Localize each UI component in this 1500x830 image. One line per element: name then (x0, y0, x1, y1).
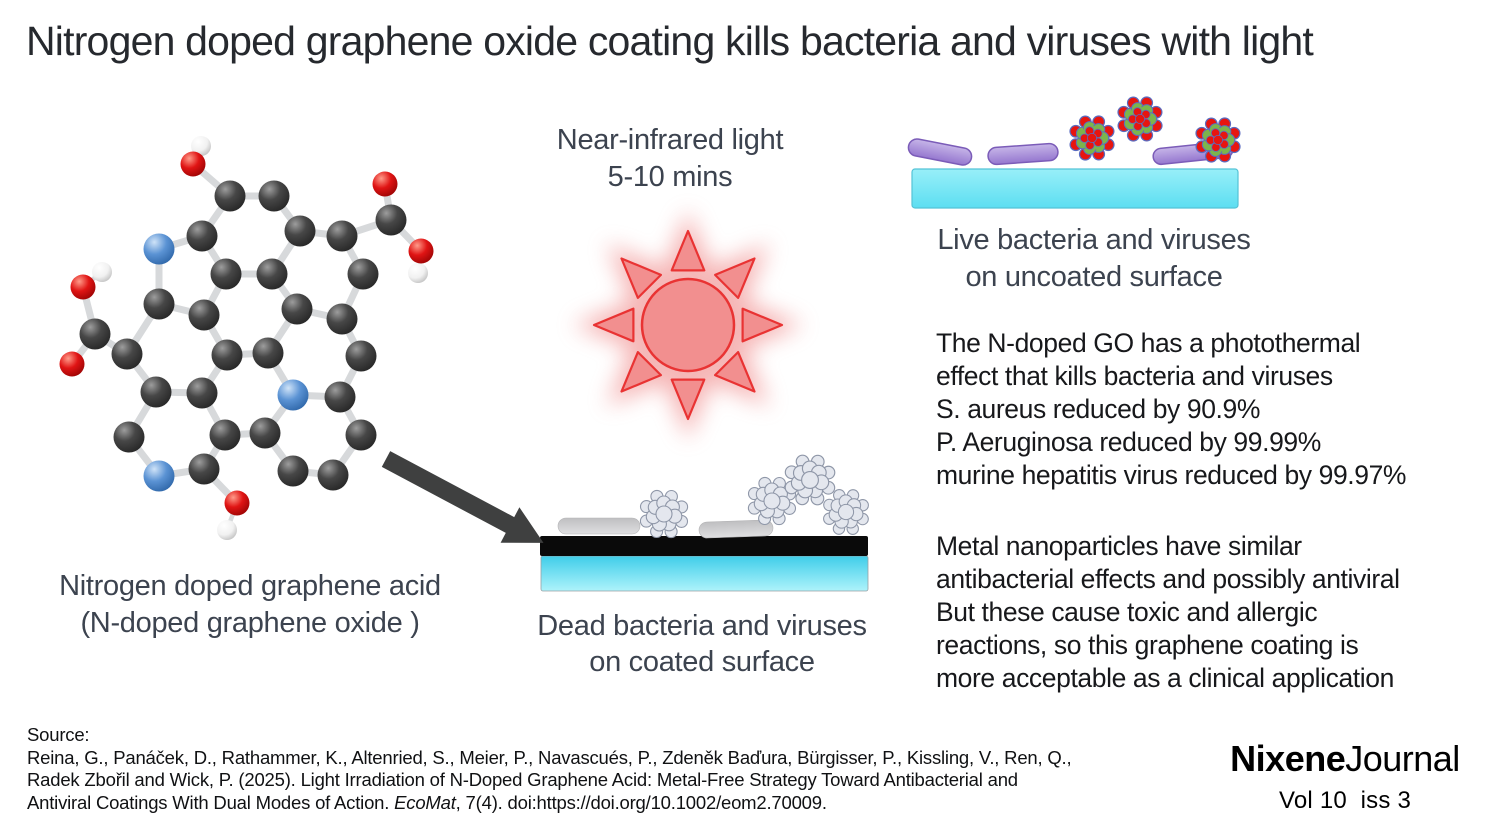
atom-c (249, 417, 281, 449)
text-line: reactions, so this graphene coating is (936, 630, 1359, 660)
atom-c (258, 180, 290, 212)
atom-c (210, 258, 242, 290)
atom-c (186, 220, 218, 252)
dead-virus-particle (747, 476, 797, 526)
coated-caption-line1: Dead bacteria and viruses (537, 610, 867, 642)
issue-label: Vol 10 iss 3 (1278, 787, 1411, 814)
coated-surface-caption: Dead bacteria and viruses on coated surf… (518, 608, 886, 680)
atom-n (143, 460, 175, 492)
atom-c (326, 303, 358, 335)
coated-caption-line2: on coated surface (589, 646, 815, 678)
atom-c (140, 376, 172, 408)
atom-c (347, 258, 379, 290)
atom-h (92, 262, 112, 282)
text-line: P. Aeruginosa reduced by 99.99% (936, 427, 1321, 457)
atom-c (345, 340, 377, 372)
text-line: more acceptable as a clinical applicatio… (936, 663, 1394, 693)
uncoated-surface (911, 168, 1239, 209)
dead-virus-particle (639, 489, 689, 539)
text-line: The N-doped GO has a photothermal (936, 328, 1361, 358)
atom-c (188, 299, 220, 331)
atom-o (59, 351, 85, 377)
atom-c (186, 377, 218, 409)
journal-logo: NixeneJournal (1200, 738, 1490, 780)
text-line: S. aureus reduced by 90.9% (936, 394, 1261, 424)
arrow-to-coated-surface (381, 451, 544, 543)
uncoated-surface-caption: Live bacteria and viruses on uncoated su… (908, 222, 1280, 296)
source-line1: Reina, G., Panáček, D., Rathammer, K., A… (27, 746, 1072, 768)
source-line3-pre: Antiviral Coatings With Dual Modes of Ac… (27, 791, 395, 813)
molecule-caption-line1: Nitrogen doped graphene acid (59, 570, 441, 602)
coated-surface-substrate (540, 555, 869, 592)
text-line: But these cause toxic and allergic (936, 597, 1318, 627)
journal-logo-light: Journal (1345, 738, 1460, 779)
dead-bacterium-rod (698, 519, 774, 539)
source-line3-post: , 7(4). doi:https://doi.org/10.1002/eom2… (455, 791, 827, 813)
atom-o (408, 238, 434, 264)
atom-c (256, 258, 288, 290)
atom-o (372, 171, 398, 197)
atom-n (143, 233, 175, 265)
atom-c (277, 455, 309, 487)
atom-o (180, 151, 206, 177)
atom-c (252, 337, 284, 369)
source-label: Source: (27, 724, 90, 745)
text-line: antibacterial effects and possibly antiv… (936, 564, 1400, 594)
atom-c (326, 220, 358, 252)
atom-c (345, 419, 377, 451)
atom-c (79, 318, 111, 350)
dead-bacterium-rod (557, 517, 641, 535)
molecule-caption-line2: (N-doped graphene oxide ) (80, 607, 420, 639)
atom-h (191, 136, 211, 156)
molecule-caption: Nitrogen doped graphene acid (N-doped gr… (20, 568, 480, 642)
source-citation: Source: Reina, G., Panáček, D., Rathamme… (27, 724, 1072, 815)
page-title: Nitrogen doped graphene oxide coating ki… (26, 18, 1314, 64)
live-virus-particle (1195, 117, 1241, 163)
dead-virus-particle (823, 489, 869, 535)
atom-o (70, 274, 96, 300)
atom-c (324, 381, 356, 413)
text-line: effect that kills bacteria and viruses (936, 361, 1333, 391)
atom-c (188, 453, 220, 485)
journal-logo-bold: Nixene (1230, 738, 1346, 779)
uncoated-caption-line1: Live bacteria and viruses (937, 224, 1251, 256)
molecule-diagram (59, 136, 434, 540)
live-bacterium-rod (987, 142, 1059, 166)
atom-c (209, 419, 241, 451)
atom-c (284, 215, 316, 247)
dead-virus-particle (784, 454, 836, 506)
text-line: murine hepatitis virus reduced by 99.97% (936, 460, 1407, 490)
atom-h (408, 263, 428, 283)
atom-c (375, 204, 407, 236)
atom-n (277, 379, 309, 411)
nir-light-line2: 5-10 mins (607, 161, 733, 193)
nir-light-label: Near-infrared light 5-10 mins (505, 122, 835, 196)
atom-c (214, 180, 246, 212)
source-line3: Antiviral Coatings With Dual Modes of Ac… (27, 792, 1071, 815)
atom-c (281, 293, 313, 325)
nir-sun-icon (592, 229, 784, 421)
atom-c (113, 421, 145, 453)
atom-o (224, 490, 250, 516)
live-virus-particle (1069, 115, 1115, 161)
atom-c (317, 459, 349, 491)
atom-c (143, 288, 175, 320)
source-journal-name: EcoMat (394, 791, 456, 813)
atom-c (111, 338, 143, 370)
nir-light-line1: Near-infrared light (556, 124, 784, 156)
live-bacterium-rod (907, 138, 973, 166)
uncoated-caption-line2: on uncoated surface (965, 261, 1223, 293)
source-line2: Radek Zbořil and Wick, P. (2025). Light … (27, 769, 1018, 790)
text-line: Metal nanoparticles have similar (936, 531, 1302, 561)
atom-c (211, 339, 243, 371)
atom-h (217, 520, 237, 540)
graphene-coating-layer (540, 536, 868, 556)
live-virus-particle (1117, 96, 1163, 142)
journal-brand: NixeneJournal Vol 10 iss 3 (1200, 738, 1490, 815)
